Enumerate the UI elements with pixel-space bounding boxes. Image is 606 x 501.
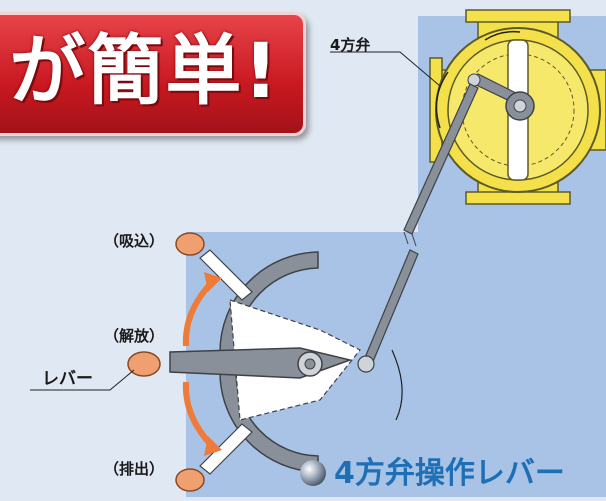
handle-discharge <box>175 468 205 492</box>
label-lever: レバー <box>42 369 93 389</box>
label-release: （解放） <box>104 327 165 345</box>
four-way-valve <box>429 9 606 205</box>
title-text: が簡単! <box>9 26 280 115</box>
lever-assembly <box>169 249 361 475</box>
section-title-text: 4方弁操作レバー <box>334 456 565 491</box>
section-title: 4方弁操作レバー <box>300 452 565 496</box>
swing-arrows <box>182 272 403 456</box>
bullet-icon <box>300 460 326 486</box>
handle-release <box>127 351 161 377</box>
connecting-rod <box>357 83 479 373</box>
handle-suction <box>175 232 205 256</box>
title-banner <box>0 12 306 136</box>
label-suction: （吸込） <box>104 232 165 250</box>
label-four-way-valve: 4方弁 <box>330 36 371 54</box>
valve-leader-line <box>330 51 441 87</box>
label-discharge: （排出） <box>104 460 165 478</box>
lever-leader-line <box>30 369 135 391</box>
